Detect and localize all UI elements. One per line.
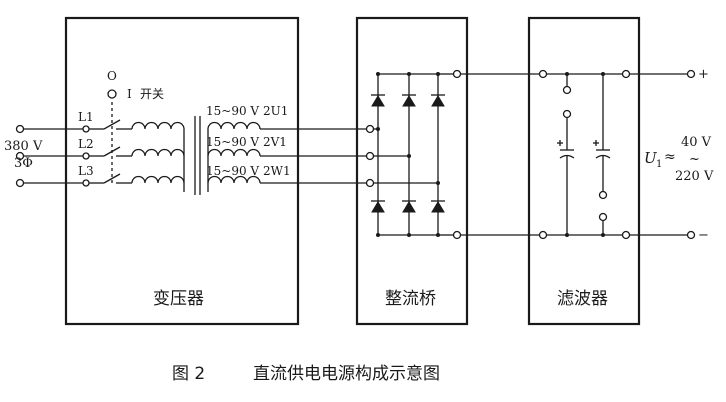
line-label-l1: L1 xyxy=(78,110,94,124)
rectifier-bridge xyxy=(365,69,462,240)
rectifier-input-w xyxy=(365,178,375,188)
switch-label: 开关 xyxy=(140,87,164,101)
output-range-w: 15~90 V xyxy=(206,164,259,178)
output-voltage-subscript: 1 xyxy=(656,159,662,170)
filter-box xyxy=(527,16,641,326)
capacitor-2 xyxy=(593,140,611,159)
input-terminal-l2 xyxy=(15,151,25,161)
output-range-u: 15~90 V xyxy=(206,104,259,118)
output-tilde: ~ xyxy=(689,152,700,167)
filter-input-plus xyxy=(538,69,548,79)
switch-on-mark: I xyxy=(127,87,132,101)
switch-off-mark: O xyxy=(107,69,117,83)
diode-upper-2 xyxy=(402,94,416,107)
filter-title: 滤波器 xyxy=(557,289,608,309)
input-terminal-l3 xyxy=(15,178,25,188)
diode-lower-1 xyxy=(371,200,385,213)
filter-output-minus xyxy=(621,230,631,240)
diode-lower-3 xyxy=(431,200,445,213)
diode-lower-2 xyxy=(402,200,416,213)
output-voltage-low: 220 V xyxy=(675,169,714,184)
filter-circuit xyxy=(538,69,631,240)
rectifier-output-minus xyxy=(452,230,462,240)
line-label-l2: L2 xyxy=(78,137,94,151)
transformer-title: 变压器 xyxy=(153,289,204,309)
output-approx: ≈ xyxy=(664,149,676,165)
transformer-output-labels: 15~90 V 2U1 15~90 V 2V1 15~90 V 2W1 xyxy=(206,104,291,178)
caption-text: 直流供电电源构成示意图 xyxy=(253,364,440,384)
switch: O I 开关 xyxy=(89,69,164,184)
output-voltage-high: 40 V xyxy=(681,135,712,150)
capacitor-1 xyxy=(557,140,575,159)
transformer-windings xyxy=(131,116,370,195)
output-minus-sign: − xyxy=(698,228,709,243)
output-terminal-minus xyxy=(686,230,696,240)
rectifier-input-v xyxy=(365,151,375,161)
filter-input-minus xyxy=(538,230,548,240)
diode-upper-3 xyxy=(431,94,445,107)
supply-input: 380 V 3Φ L1 L2 L3 xyxy=(4,110,94,188)
output-range-v: 15~90 V xyxy=(206,135,259,149)
diode-upper-1 xyxy=(371,94,385,107)
rectifier-input-u xyxy=(365,124,375,134)
input-terminal-l1 xyxy=(15,124,25,134)
filter-output-plus xyxy=(621,69,631,79)
output-terminal-v: 2V1 xyxy=(263,135,287,149)
dc-output: + − U 1 ≈ 40 V ~ 220 V xyxy=(630,67,714,243)
output-plus-sign: + xyxy=(698,67,709,82)
line-label-l3: L3 xyxy=(78,164,94,178)
output-terminal-u: 2U1 xyxy=(263,104,288,118)
caption-number: 图 2 xyxy=(172,364,205,384)
output-terminal-w: 2W1 xyxy=(263,164,291,178)
supply-phase: 3Φ xyxy=(14,156,33,171)
rectifier-box xyxy=(355,16,469,326)
rectifier-output-plus xyxy=(452,69,462,79)
output-terminal-plus xyxy=(686,69,696,79)
transformer-box xyxy=(64,16,300,326)
supply-voltage: 380 V xyxy=(4,139,43,154)
rectifier-title: 整流桥 xyxy=(385,289,436,309)
output-voltage-symbol: U xyxy=(644,149,658,167)
